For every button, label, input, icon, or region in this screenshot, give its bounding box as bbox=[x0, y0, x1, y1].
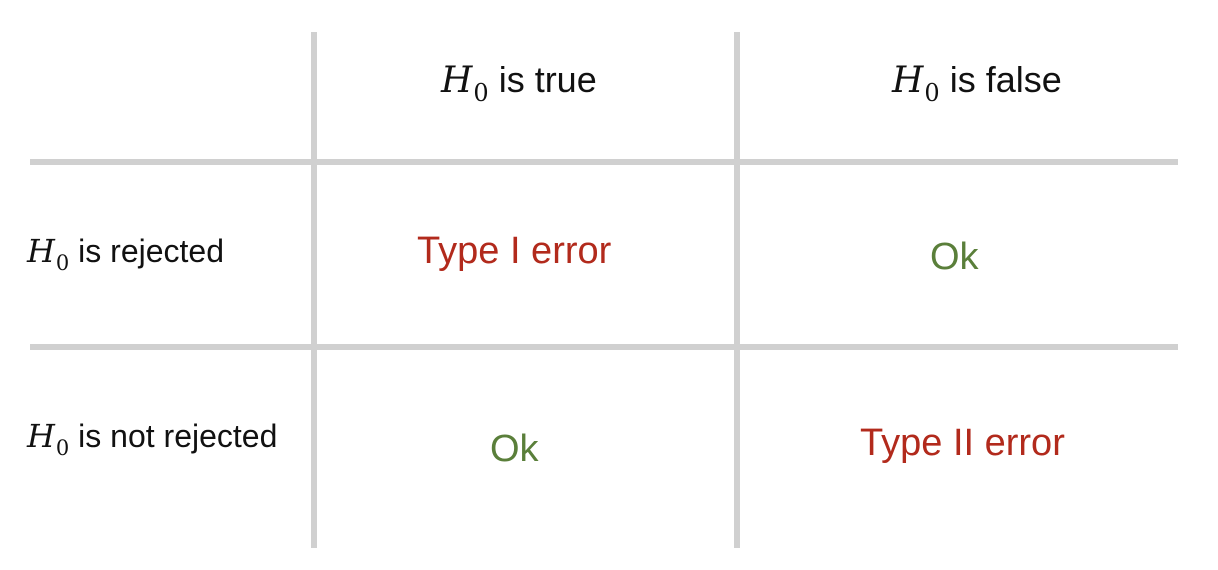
hypothesis-subscript: 0 bbox=[473, 79, 489, 107]
column-header-h0-false: H0 is false bbox=[892, 59, 1062, 106]
vertical-divider-2 bbox=[734, 32, 740, 548]
row-label-h0-rejected: H0 is rejected bbox=[27, 232, 225, 274]
cell-ok-not-rejected-true: Ok bbox=[490, 428, 539, 470]
hypothesis-symbol: H bbox=[27, 417, 55, 455]
hypothesis-subscript: 0 bbox=[55, 436, 70, 460]
hypothesis-symbol: H bbox=[441, 60, 473, 101]
column-header-text: is true bbox=[488, 59, 597, 100]
column-header-text: is false bbox=[939, 59, 1062, 100]
cell-ok-rejected-false: Ok bbox=[930, 236, 979, 278]
vertical-divider-1 bbox=[311, 32, 317, 548]
hypothesis-symbol: H bbox=[892, 60, 924, 101]
row-label-text: is rejected bbox=[69, 233, 225, 269]
row-label-text: is not rejected bbox=[69, 418, 278, 454]
horizontal-divider-2 bbox=[30, 344, 1178, 350]
hypothesis-subscript: 0 bbox=[55, 251, 70, 275]
hypothesis-symbol: H bbox=[27, 232, 55, 270]
row-label-h0-not-rejected: H0 is not rejected bbox=[27, 417, 278, 459]
cell-type-i-error: Type I error bbox=[417, 230, 612, 272]
hypothesis-subscript: 0 bbox=[924, 79, 940, 107]
cell-type-ii-error: Type II error bbox=[860, 422, 1065, 464]
column-header-h0-true: H0 is true bbox=[441, 59, 597, 106]
horizontal-divider-1 bbox=[30, 159, 1178, 165]
